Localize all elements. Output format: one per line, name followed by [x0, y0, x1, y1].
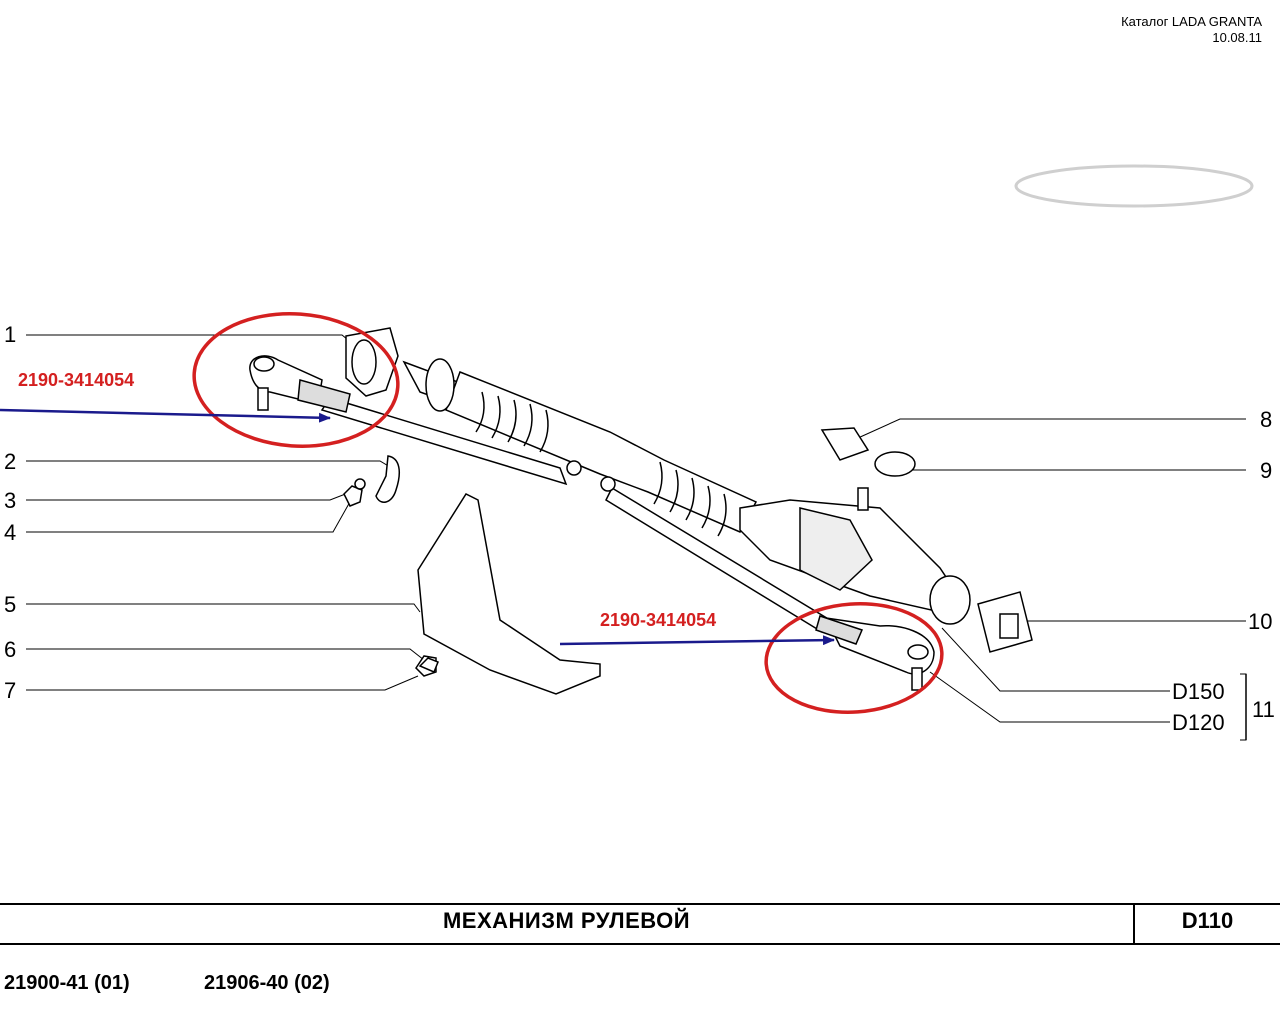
- callout-4: 4: [4, 520, 17, 545]
- model-code-2: 21906-40 (02): [204, 972, 330, 994]
- callout-3: 3: [4, 488, 17, 513]
- part-number-right: 2190-3414054: [600, 610, 717, 630]
- callout-11: 11: [1252, 697, 1275, 722]
- mount-parts: [343, 327, 1033, 695]
- rack-housing: [402, 358, 971, 625]
- footer-bottom-rule: [0, 943, 1280, 945]
- highlight-oval-right: [764, 602, 944, 714]
- arrow-right: [559, 635, 835, 646]
- model-code-1: 21900-41 (01): [4, 972, 130, 994]
- callout-d150: D150: [1172, 679, 1225, 704]
- callout-9: 9: [1260, 458, 1273, 483]
- callout-1: 1: [4, 322, 17, 347]
- section-title: МЕХАНИЗМ РУЛЕВОЙ: [442, 908, 691, 933]
- callout-6: 6: [4, 637, 17, 662]
- footer-top-rule: [0, 903, 1280, 905]
- callout-7: 7: [4, 678, 17, 703]
- blank-oval: [1014, 164, 1254, 208]
- catalog-title: Каталог LADA GRANTA: [1121, 14, 1262, 29]
- catalog-date: 10.08.11: [1212, 30, 1262, 45]
- highlight-oval-left: [192, 312, 400, 448]
- section-code: D110: [1181, 908, 1234, 933]
- part-number-left: 2190-3414054: [18, 370, 135, 390]
- tie-rod-right: [605, 486, 935, 691]
- callout-2: 2: [4, 449, 17, 474]
- callout-d120: D120: [1172, 710, 1225, 735]
- callout-10: 10: [1248, 609, 1273, 634]
- callout-5: 5: [4, 592, 17, 617]
- catalog-header: Каталог LADA GRANTA 10.08.11: [1121, 14, 1262, 46]
- steering-mechanism-diagram: [0, 164, 1254, 741]
- callout-8: 8: [1260, 407, 1273, 432]
- arrow-left: [0, 408, 331, 423]
- footer-separator: [1133, 903, 1135, 944]
- leader-lines: [26, 334, 1247, 741]
